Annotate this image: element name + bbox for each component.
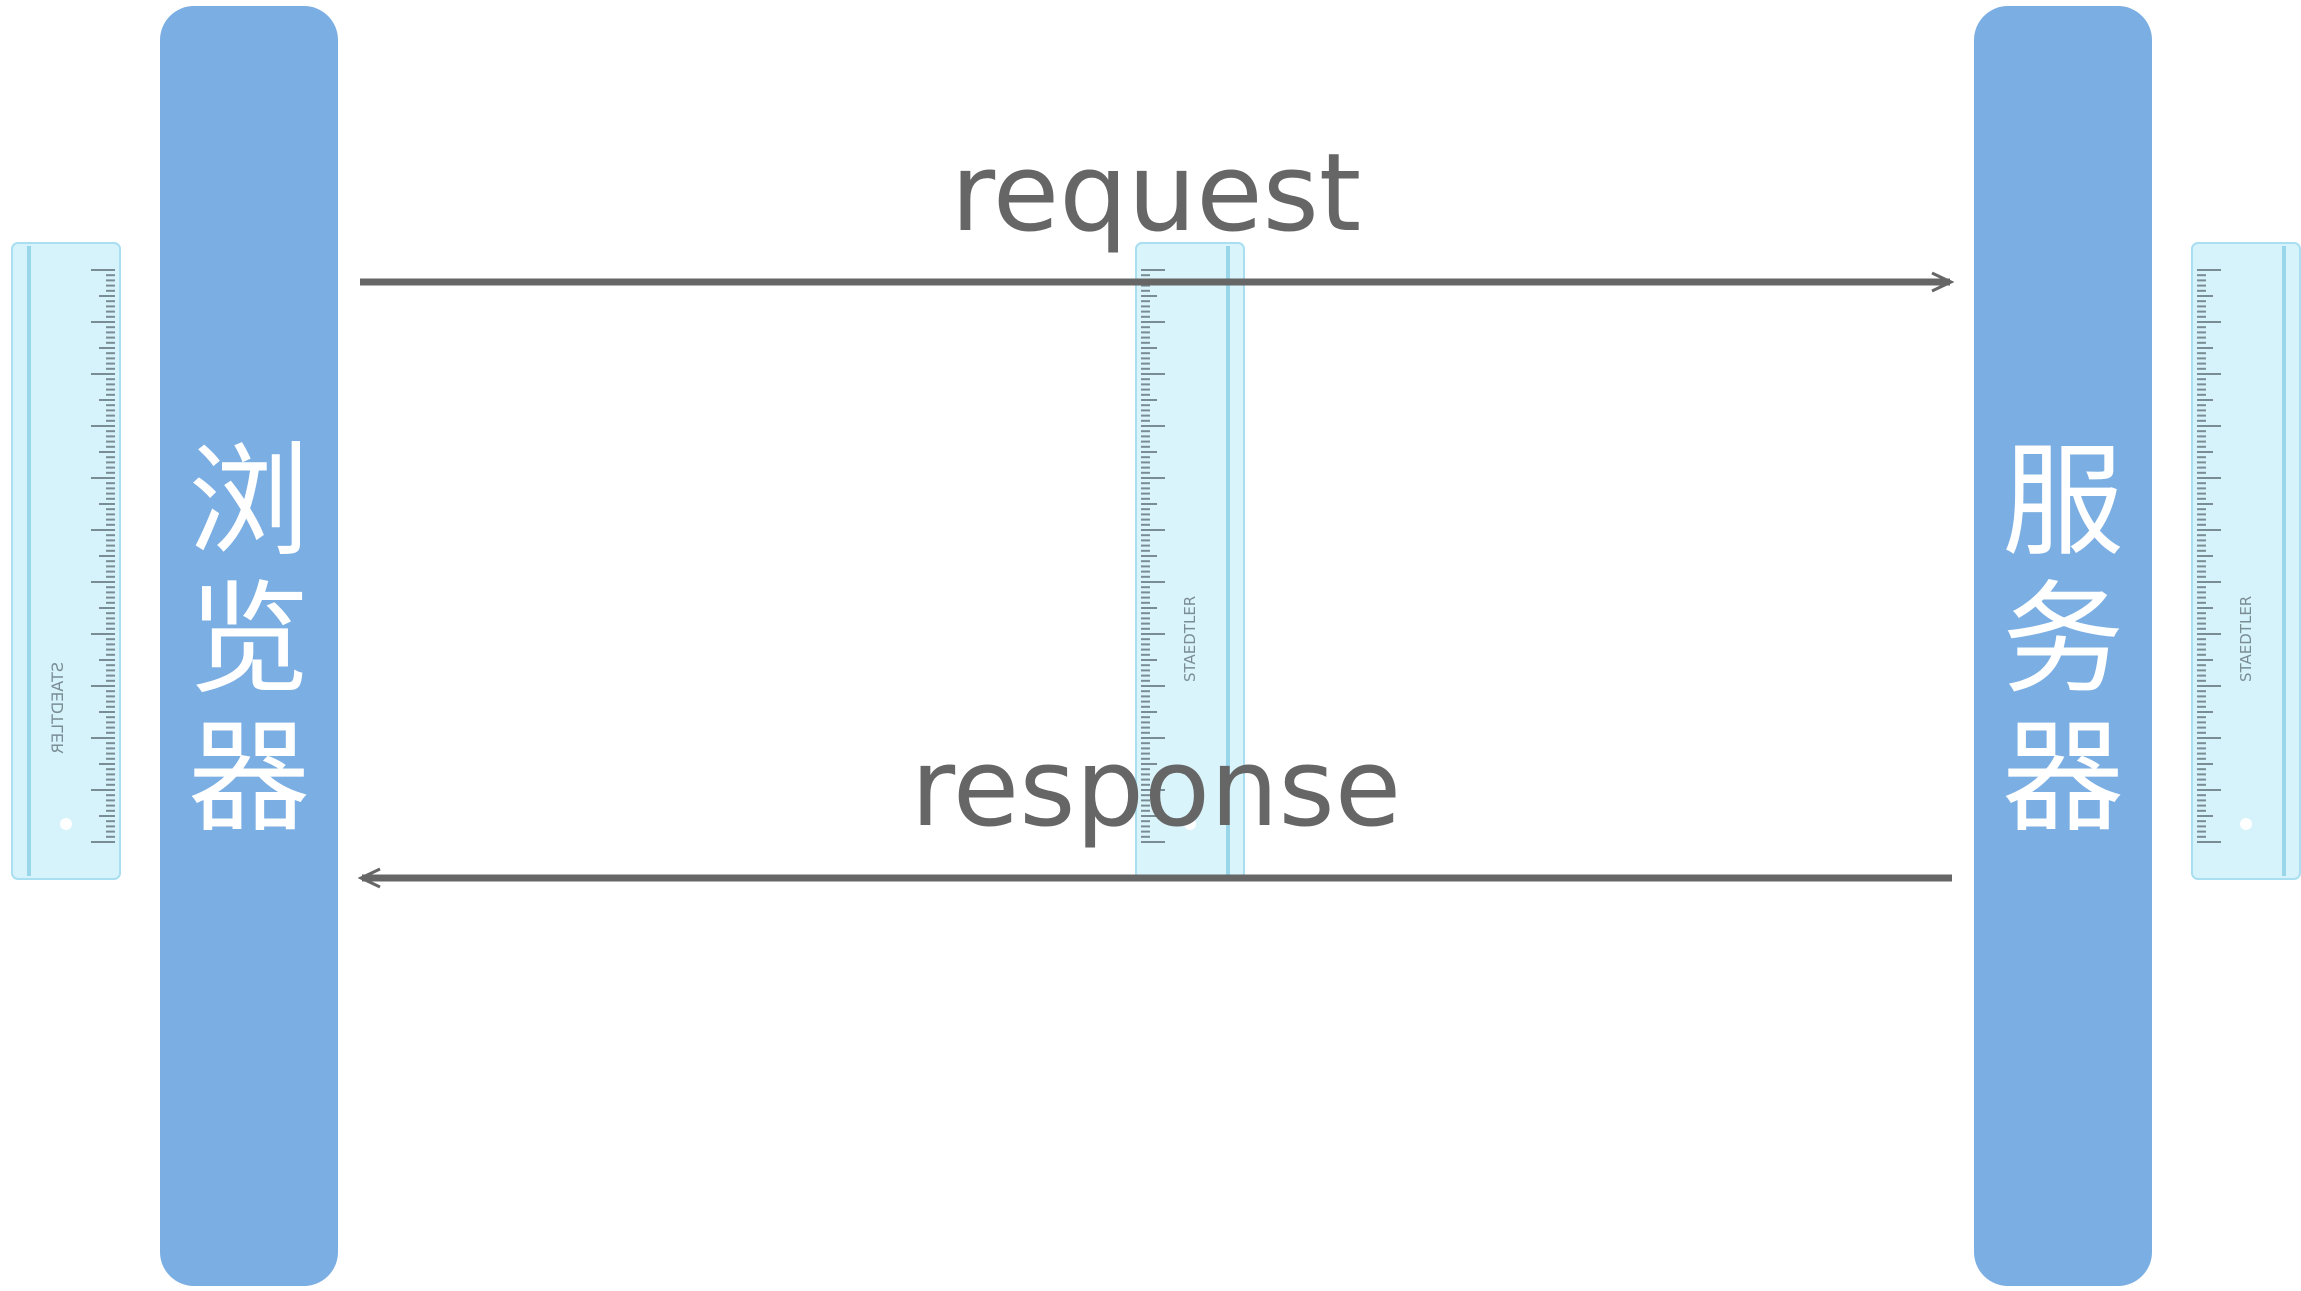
browser-node-label: 浏览器 <box>188 431 310 849</box>
browser-node: 浏览器 <box>160 6 338 1286</box>
server-node-label: 服务器 <box>2002 431 2124 849</box>
ruler-left-image: STAEDTLER <box>11 242 121 880</box>
response-label: response <box>910 726 1402 851</box>
svg-text:STAEDTLER: STAEDTLER <box>2237 596 2255 682</box>
svg-text:STAEDTLER: STAEDTLER <box>48 662 67 754</box>
request-label: request <box>950 131 1362 256</box>
ruler-middle-image: STAEDTLER <box>1135 242 1245 880</box>
server-node: 服务器 <box>1974 6 2152 1286</box>
ruler-right-image: STAEDTLER <box>2191 242 2301 880</box>
svg-text:STAEDTLER: STAEDTLER <box>1181 596 1199 682</box>
